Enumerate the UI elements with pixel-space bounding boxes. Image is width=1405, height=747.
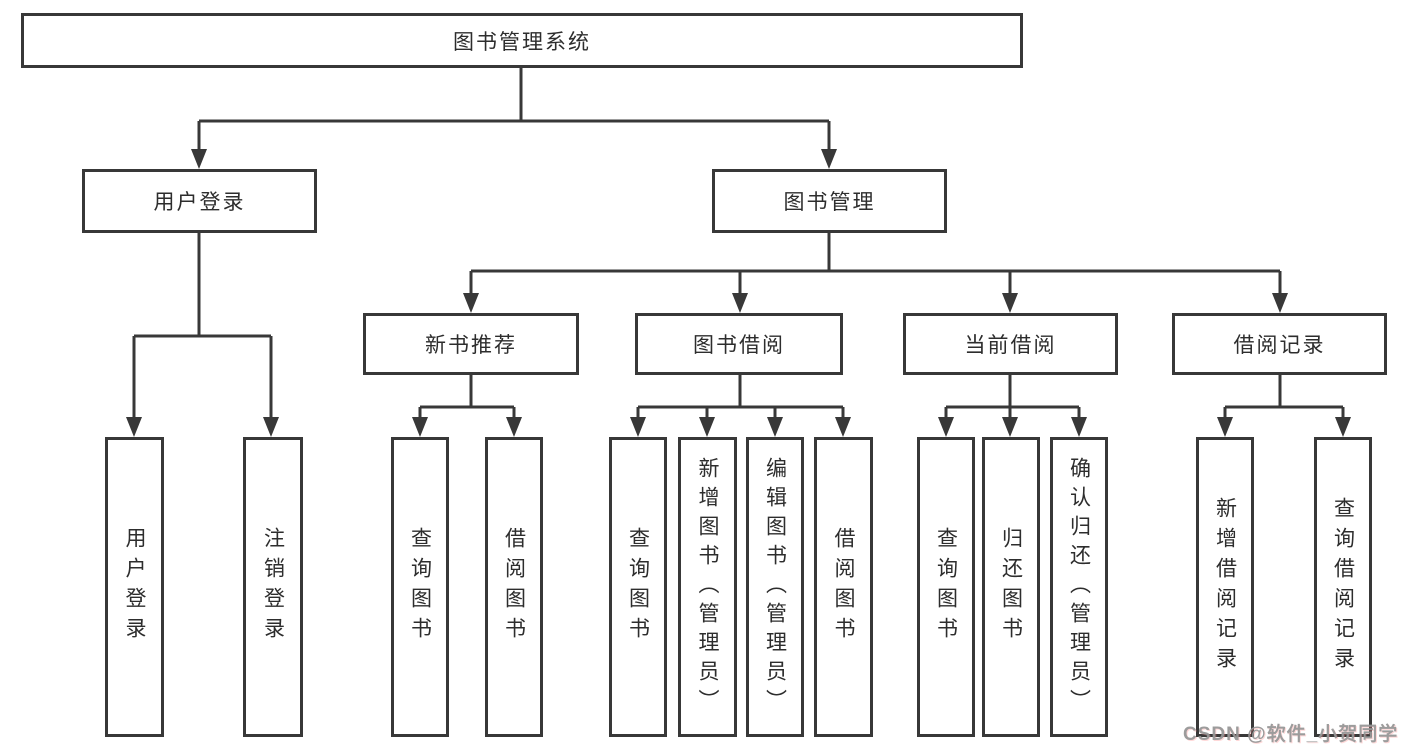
leaf-return-book-label: 归还图书 bbox=[999, 527, 1023, 647]
leaf-borrow-book-2: 借阅图书 bbox=[814, 437, 873, 737]
leaf-query-borrow-record-label: 查询借阅记录 bbox=[1331, 497, 1355, 677]
node-book-management-label: 图书管理 bbox=[783, 191, 876, 214]
leaf-user-login: 用户登录 bbox=[105, 437, 164, 737]
leaf-query-book-3-label: 查询图书 bbox=[934, 527, 958, 647]
node-book-management: 图书管理 bbox=[712, 169, 947, 233]
leaf-query-borrow-record: 查询借阅记录 bbox=[1314, 437, 1372, 737]
node-book-borrow: 图书借阅 bbox=[635, 313, 843, 375]
leaf-borrow-book-2-label: 借阅图书 bbox=[832, 527, 855, 647]
leaf-logout: 注销登录 bbox=[243, 437, 303, 737]
node-root-label: 图书管理系统 bbox=[453, 30, 591, 54]
node-new-book-recommend-label: 新书推荐 bbox=[425, 334, 517, 357]
leaf-add-book-admin-label: 新增图书（管理员） bbox=[696, 456, 719, 718]
leaf-logout-label: 注销登录 bbox=[261, 527, 285, 647]
leaf-query-book-1-label: 查询图书 bbox=[408, 527, 432, 647]
node-user-login-label: 用户登录 bbox=[153, 191, 246, 214]
watermark: CSDN @软件_小贺同学 bbox=[1183, 724, 1399, 745]
node-borrow-record: 借阅记录 bbox=[1172, 313, 1387, 375]
leaf-borrow-book-1-label: 借阅图书 bbox=[502, 527, 526, 647]
node-borrow-record-label: 借阅记录 bbox=[1233, 334, 1326, 357]
leaf-add-borrow-record: 新增借阅记录 bbox=[1196, 437, 1254, 737]
node-current-borrow: 当前借阅 bbox=[903, 313, 1118, 375]
node-new-book-recommend: 新书推荐 bbox=[363, 313, 579, 375]
leaf-confirm-return-admin: 确认归还（管理员） bbox=[1050, 437, 1108, 737]
node-current-borrow-label: 当前借阅 bbox=[964, 334, 1057, 357]
leaf-query-book-1: 查询图书 bbox=[391, 437, 449, 737]
leaf-query-book-2-label: 查询图书 bbox=[626, 527, 650, 647]
leaf-edit-book-admin: 编辑图书（管理员） bbox=[746, 437, 804, 737]
leaf-add-book-admin: 新增图书（管理员） bbox=[678, 437, 737, 737]
leaf-edit-book-admin-label: 编辑图书（管理员） bbox=[763, 456, 787, 718]
leaf-query-book-3: 查询图书 bbox=[917, 437, 975, 737]
leaf-borrow-book-1: 借阅图书 bbox=[485, 437, 543, 737]
node-book-borrow-label: 图书借阅 bbox=[693, 334, 785, 357]
leaf-confirm-return-admin-label: 确认归还（管理员） bbox=[1067, 456, 1091, 718]
node-user-login: 用户登录 bbox=[82, 169, 317, 233]
leaf-user-login-label: 用户登录 bbox=[123, 527, 146, 647]
node-root: 图书管理系统 bbox=[21, 13, 1023, 68]
leaf-query-book-2: 查询图书 bbox=[609, 437, 667, 737]
leaf-add-borrow-record-label: 新增借阅记录 bbox=[1213, 497, 1237, 677]
leaf-return-book: 归还图书 bbox=[982, 437, 1040, 737]
